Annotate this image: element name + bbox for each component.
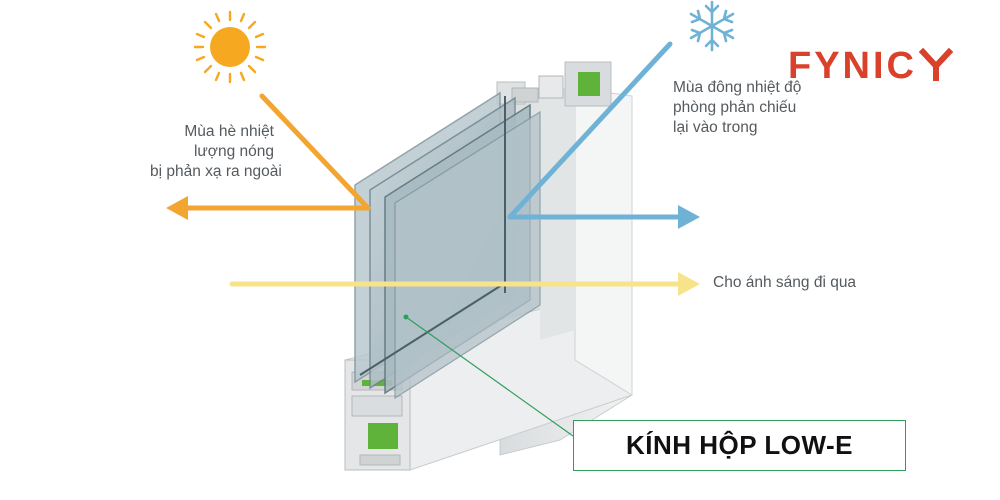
summer-annotation: Mùa hè nhiệt lượng nóng bị phản xạ ra ng…	[150, 122, 282, 182]
winter-line-2: phòng phản chiếu	[673, 99, 797, 116]
winter-heat-arrow	[507, 41, 700, 229]
light-arrow	[229, 272, 700, 296]
winter-line-1: Mùa đông nhiệt độ	[673, 79, 802, 96]
light-annotation: Cho ánh sáng đi qua	[713, 274, 857, 291]
summer-line-3: bị phản xạ ra ngoài	[150, 163, 282, 180]
brand-logo-text: FYNIC	[788, 45, 917, 87]
brand-logo: FYNIC	[788, 46, 953, 86]
product-label-box: KÍNH HỘP LOW-E	[573, 420, 906, 471]
snowflake-icon	[689, 0, 735, 52]
winter-annotation: Mùa đông nhiệt độ phòng phản chiếu lại v…	[673, 78, 843, 138]
summer-line-1: Mùa hè nhiệt	[184, 123, 274, 140]
brand-logo-y-mark	[919, 48, 953, 81]
summer-heat-arrow	[166, 93, 371, 220]
sun-icon	[193, 10, 267, 84]
summer-line-2: lượng nóng	[193, 143, 274, 160]
product-label: KÍNH HỘP LOW-E	[626, 430, 853, 460]
winter-line-3: lại vào trong	[673, 119, 758, 136]
label-leader-line	[403, 314, 574, 437]
